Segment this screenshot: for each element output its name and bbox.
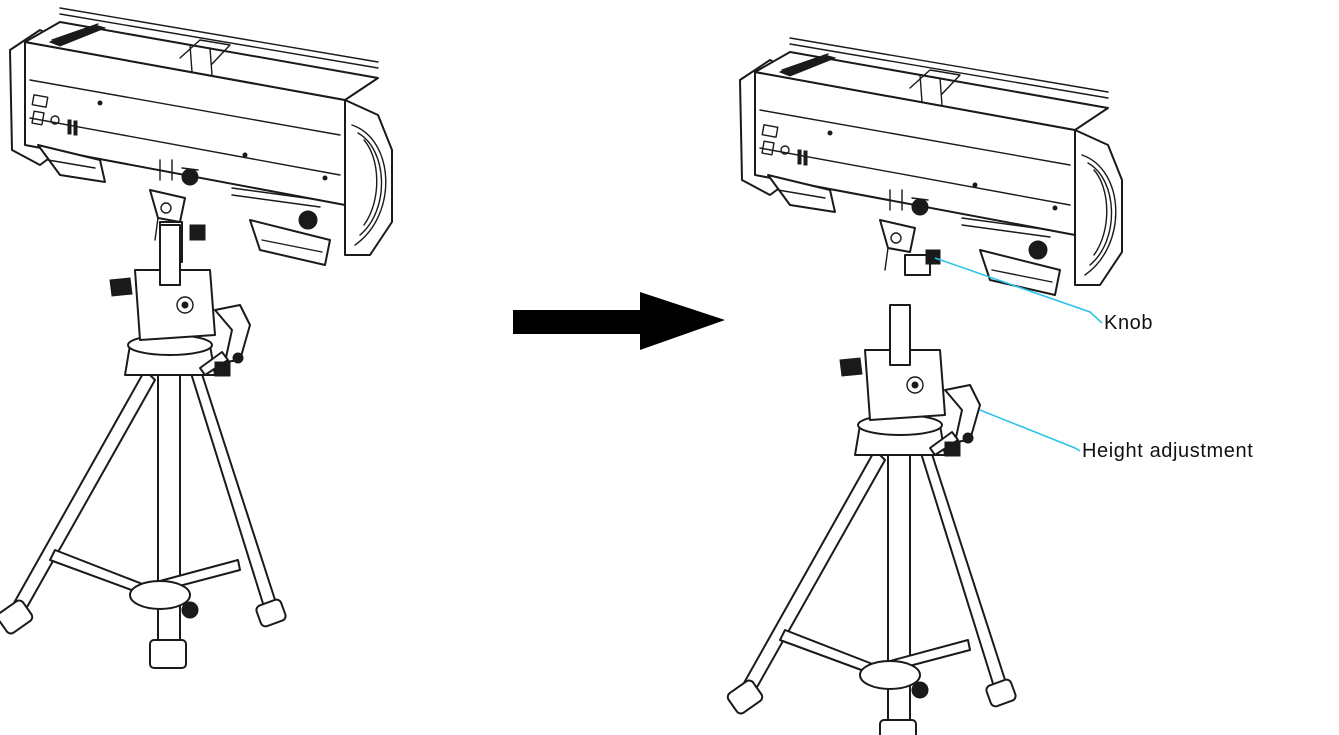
- height-adjustment-label: Height adjustment: [1082, 440, 1254, 462]
- disassembled-followspot: [724, 37, 1123, 735]
- right-tripod: [724, 304, 1018, 735]
- knob-part: [904, 249, 941, 276]
- knob-label: Knob: [1104, 312, 1154, 334]
- arrow-right-icon: [513, 292, 725, 350]
- height-callout-line: [979, 409, 1081, 452]
- left-tripod: [0, 224, 288, 669]
- assembled-followspot: [0, 7, 393, 669]
- knob-callout-line: [934, 257, 1103, 324]
